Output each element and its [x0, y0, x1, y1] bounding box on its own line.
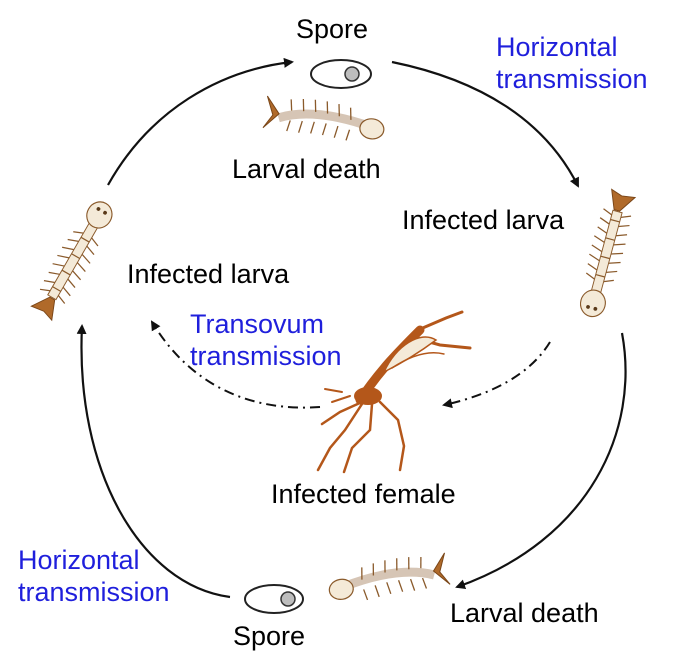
horizontal-transmission-bottom-label: Horizontal transmission: [18, 544, 170, 608]
spore-icon: [245, 585, 303, 613]
transovum-arrow-to-female: [444, 342, 550, 405]
horizontal-transmission-top-label: Horizontal transmission: [496, 31, 648, 95]
spore-bottom-label: Spore: [233, 620, 305, 652]
horizontal-bottom-line-1: Horizontal: [18, 544, 170, 576]
larval-death-top-label: Larval death: [232, 153, 381, 185]
horizontal-bottom-line-2: transmission: [18, 576, 170, 608]
transovum-transmission-label: Transovum transmission: [190, 308, 342, 372]
larva-icon: [574, 188, 638, 320]
infected-larva-right-label: Infected larva: [402, 204, 564, 236]
infected-female-label: Infected female: [271, 478, 456, 510]
horizontal-top-line-2: transmission: [496, 63, 648, 95]
transovum-line-2: transmission: [190, 340, 342, 372]
spore-top-label: Spore: [296, 13, 368, 45]
dead-larva-icon: [326, 550, 450, 606]
dead-larva-icon: [263, 93, 387, 145]
arrow-right-larva-to-death: [457, 333, 626, 587]
spore-icon: [311, 60, 371, 88]
transovum-line-1: Transovum: [190, 308, 342, 340]
larval-death-bottom-label: Larval death: [450, 597, 599, 629]
infected-larva-left-label: Infected larva: [127, 258, 289, 290]
larva-icon: [28, 195, 120, 322]
horizontal-top-line-1: Horizontal: [496, 31, 648, 63]
